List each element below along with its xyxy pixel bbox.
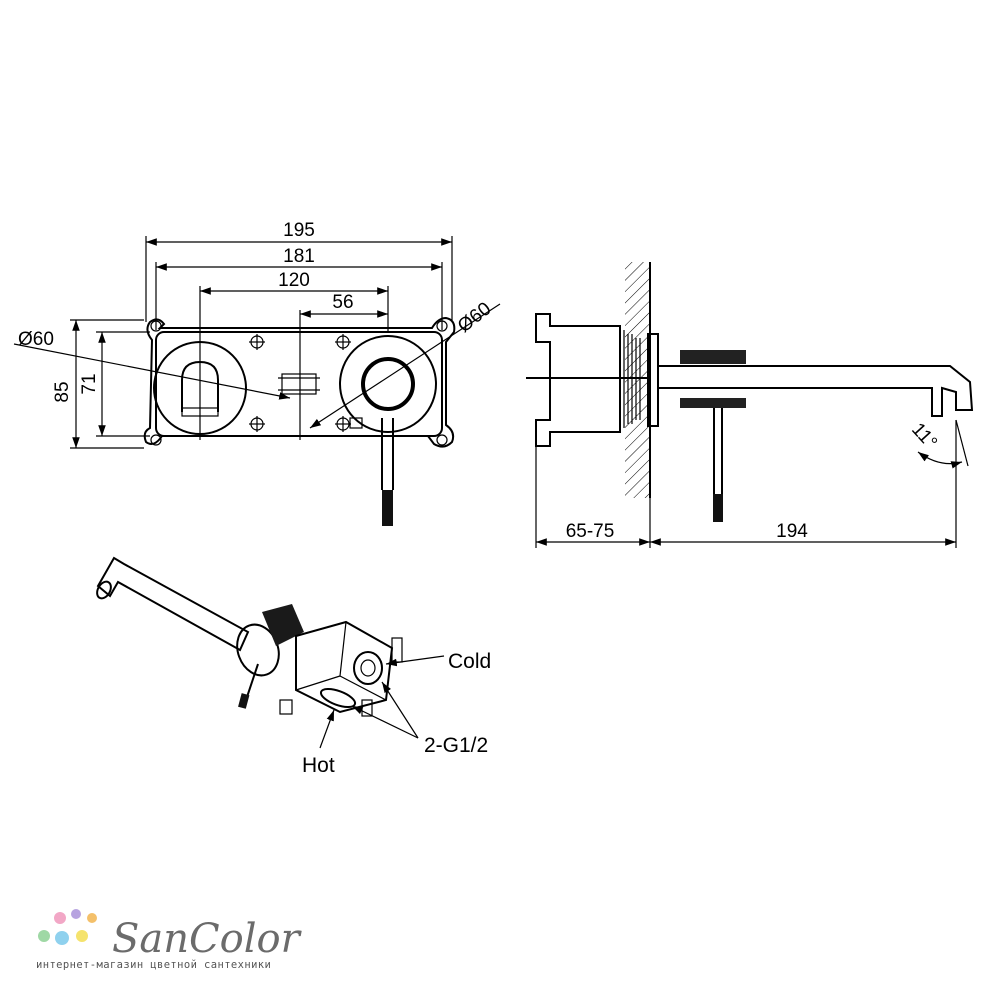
label-hot: Hot	[302, 754, 335, 777]
front-plate-outline	[143, 316, 456, 448]
mount-screws	[249, 334, 351, 432]
side-lever-grip	[713, 494, 723, 522]
iso-spout-outlet	[96, 580, 112, 600]
lever-grip	[382, 490, 393, 526]
dim-left-dia: Ø60	[18, 329, 54, 350]
iso-lever-grip	[238, 693, 250, 709]
body-threads	[623, 330, 641, 428]
iso-spout	[96, 556, 250, 652]
dia-leader-right	[309, 303, 501, 429]
front-plate-inner	[155, 331, 443, 437]
ear-hole	[150, 434, 162, 446]
label-connection: 2-G1/2	[424, 734, 488, 757]
handle-rosette	[339, 335, 437, 433]
dim-centers: 120	[278, 270, 310, 291]
handle-cartridge	[361, 357, 415, 411]
iso-lever	[245, 663, 259, 701]
angle-leg	[955, 419, 969, 467]
dim-projection: 194	[776, 521, 808, 542]
logo-dot	[87, 913, 97, 923]
iso-handle-grip	[262, 604, 304, 646]
front-view: 195 181 120 56 85 71 Ø60 Ø60	[13, 220, 501, 526]
logo-dots	[38, 909, 97, 945]
ear-hole	[436, 434, 448, 446]
center-connector	[281, 373, 317, 395]
brand-name: SanColor	[112, 916, 303, 962]
g12-leader	[351, 705, 419, 739]
dim-overall: 195	[283, 220, 315, 241]
wall-hatch	[625, 262, 650, 498]
iso-tab	[391, 637, 403, 663]
brand-tagline: интернет-магазин цветной сантехники	[36, 959, 271, 971]
logo-dot	[38, 930, 50, 942]
brand-logo: SanColor интернет-магазин цветной сантех…	[36, 909, 303, 971]
label-cold: Cold	[448, 650, 491, 673]
dim-depth: 65-75	[566, 521, 615, 542]
logo-dot	[76, 930, 88, 942]
small-clip	[349, 417, 363, 429]
dim-height-inner: 71	[79, 373, 100, 394]
hot-leader	[319, 709, 335, 749]
iso-cold-inlet-core	[360, 659, 376, 677]
angle-arc	[917, 451, 963, 469]
dim-plate: 181	[283, 246, 315, 267]
concealed-body	[535, 313, 621, 447]
dia-leader-left	[13, 343, 291, 400]
side-handle-grip	[680, 398, 746, 408]
logo-dot	[55, 931, 69, 945]
iso-tab	[279, 699, 293, 715]
iso-cold-inlet	[353, 651, 383, 685]
g12-leader	[381, 681, 419, 739]
dim-right-dia: Ø60	[454, 298, 495, 337]
dim-offset: 56	[332, 292, 353, 313]
logo-dot	[54, 912, 66, 924]
side-view: 65-75 194 11°	[526, 262, 974, 548]
side-handle-grip	[680, 350, 746, 364]
cold-leader	[385, 655, 445, 667]
side-spout	[658, 365, 974, 417]
iso-hot-inlet	[319, 687, 357, 709]
dim-angle: 11°	[907, 419, 941, 453]
logo-dot	[71, 909, 81, 919]
dim-height-outer: 85	[52, 381, 73, 402]
iso-view: Cold 2-G1/2 Hot	[96, 556, 491, 777]
